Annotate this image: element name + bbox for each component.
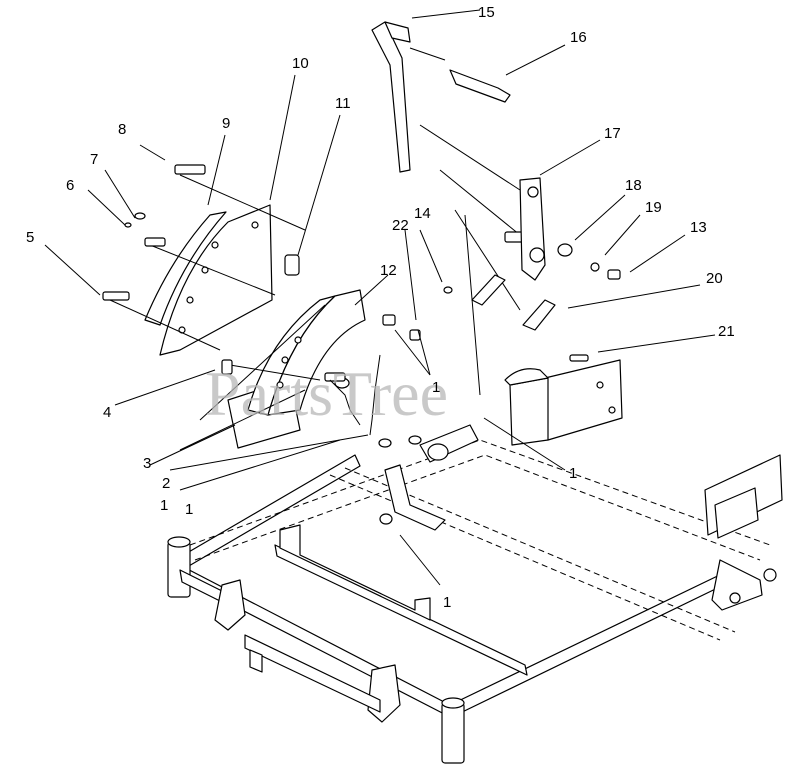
callout-21: 19	[645, 199, 662, 216]
part-11-curved-plate	[144, 211, 227, 326]
callout-2: 1	[185, 501, 193, 518]
part-5-quadrant	[247, 289, 366, 416]
callout-1-right: 1	[569, 465, 577, 482]
callout-14: 12	[380, 262, 397, 279]
assembly-lines	[109, 124, 521, 396]
callout-7: 5	[26, 229, 34, 246]
callout-19: 17	[604, 125, 621, 142]
callout-20: 18	[625, 177, 642, 194]
part-17-19-lever	[371, 21, 546, 281]
callout-1-lower: 1	[443, 594, 451, 611]
hardware	[102, 164, 621, 525]
callouts: 15 16 17 18 19 13 20 21 14 22 12 11 10 9…	[26, 4, 735, 611]
callout-4: 2	[162, 475, 170, 492]
callout-22: 20	[706, 270, 723, 287]
callout-15: 13	[690, 219, 707, 236]
callout-17: 15	[478, 4, 495, 21]
callout-18: 16	[570, 29, 587, 46]
callout-24: 22	[392, 217, 409, 234]
callout-10: 8	[118, 121, 126, 138]
callout-5: 3	[143, 455, 151, 472]
watermark-text: PartsTree	[205, 358, 448, 429]
callout-leaders	[44, 9, 716, 586]
part-12-segment-plate	[159, 204, 273, 356]
callout-1-upper: 1	[432, 379, 440, 396]
frame	[167, 439, 783, 764]
callout-3: 1	[160, 497, 168, 514]
callout-8: 6	[66, 177, 74, 194]
callout-11: 9	[222, 115, 230, 132]
part-23-bracket	[504, 359, 623, 446]
callout-23: 21	[718, 323, 735, 340]
callout-12: 10	[292, 55, 309, 72]
callout-13: 11	[335, 95, 351, 112]
callout-9: 7	[90, 151, 98, 168]
callout-16: 14	[414, 205, 431, 222]
callout-6: 4	[103, 404, 111, 421]
